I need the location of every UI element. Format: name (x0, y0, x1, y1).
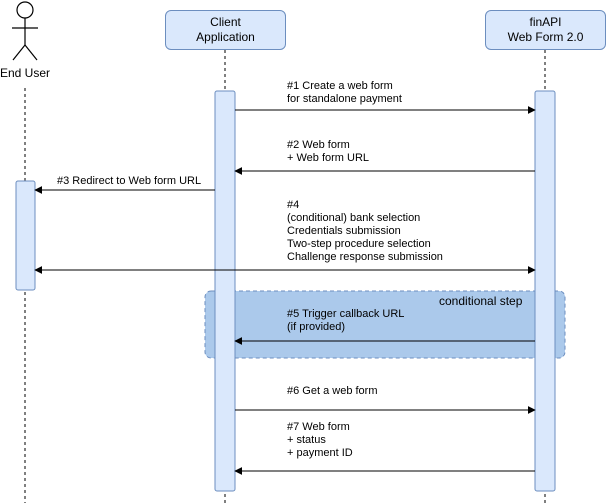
finapi-line-1: finAPI (529, 15, 562, 29)
message-1-line-2: for standalone payment (287, 93, 402, 105)
message-4-line-3: Credentials submission (287, 225, 401, 237)
end-user-actor-icon (12, 1, 38, 61)
message-2-label: #2 Web form + Web form URL (287, 139, 369, 165)
client-application-box: Client Application (165, 10, 286, 50)
message-1-line-1: #1 Create a web form (287, 80, 393, 92)
client-line-1: Client (210, 15, 241, 29)
conditional-step-label: conditional step (439, 294, 523, 308)
message-7-line-3: + payment ID (287, 447, 353, 459)
message-4-line-2: (conditional) bank selection (287, 212, 421, 224)
message-4-line-1: #4 (287, 199, 300, 211)
message-7-line-2: + status (287, 434, 326, 446)
message-4-line-4: Two-step procedure selection (287, 238, 431, 250)
client-activation (214, 90, 236, 492)
message-7-line-1: #7 Web form (287, 421, 350, 433)
message-5-line-2: (if provided) (287, 321, 346, 333)
message-7-label: #7 Web form + status + payment ID (287, 421, 353, 460)
end-user-activation (15, 180, 36, 291)
finapi-line-2: Web Form 2.0 (507, 30, 584, 44)
message-6-label: #6 Get a web form (287, 385, 378, 397)
finapi-web-form-box: finAPI Web Form 2.0 (485, 10, 606, 50)
end-user-label: End User (0, 66, 51, 80)
message-5-line-1: #5 Trigger callback URL (287, 308, 405, 320)
message-2-line-1: #2 Web form (287, 139, 350, 151)
message-2-line-2: + Web form URL (287, 152, 370, 164)
message-3-label: #3 Redirect to Web form URL (57, 175, 202, 187)
client-line-2: Application (196, 30, 255, 44)
message-1-label: #1 Create a web form for standalone paym… (287, 80, 402, 106)
finapi-activation (534, 90, 556, 492)
message-4-line-5: Challenge response submission (287, 251, 443, 263)
message-4-label: #4 (conditional) bank selection Credenti… (287, 199, 443, 264)
message-5-label: #5 Trigger callback URL (if provided) (287, 308, 404, 334)
